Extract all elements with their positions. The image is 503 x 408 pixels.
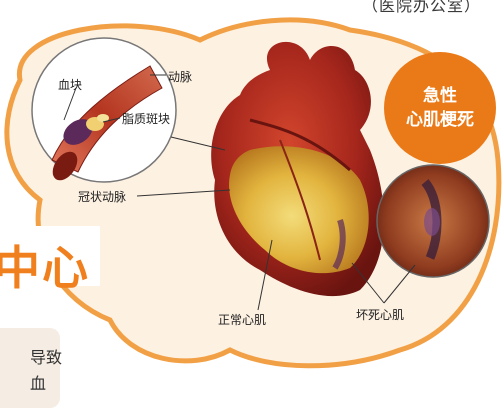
label-clot: 血块	[58, 76, 82, 93]
label-coronary-artery: 冠状动脉	[78, 188, 126, 205]
badge-line-1: 急性	[423, 84, 457, 108]
acute-mi-badge: 急性 心肌梗死	[384, 52, 496, 164]
label-artery: 动脉	[168, 68, 192, 85]
side-text-panel	[0, 328, 60, 408]
label-normal-myocardium: 正常心肌	[218, 311, 266, 328]
side-text-line-2: 血	[30, 370, 46, 394]
label-necrotic-myocardium: 坏死心肌	[356, 306, 404, 323]
side-text-line-1: 导致	[30, 344, 62, 368]
headline-text: 中心	[0, 232, 90, 298]
badge-line-2: 心肌梗死	[406, 108, 474, 132]
label-plaque: 脂质斑块	[122, 110, 170, 127]
